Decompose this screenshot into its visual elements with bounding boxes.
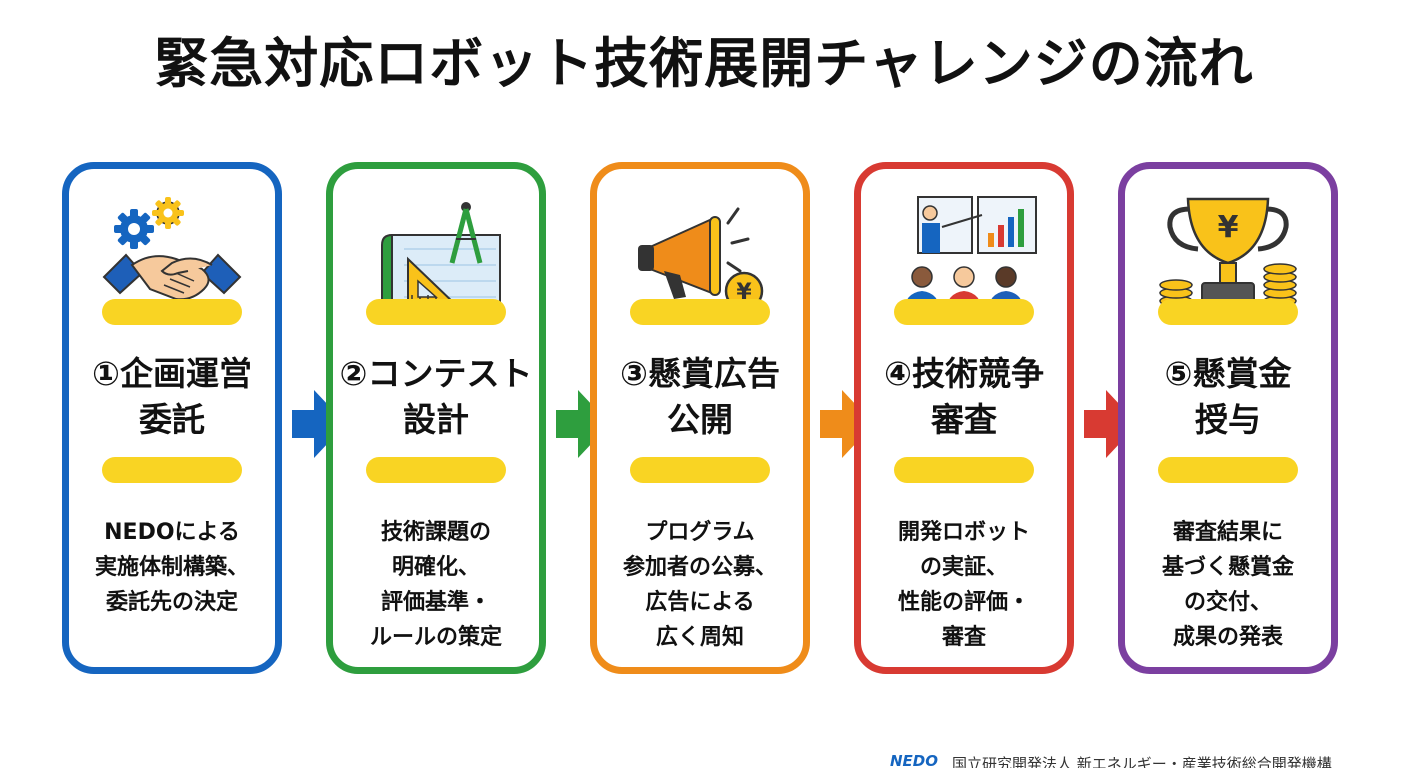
highlight-bar-bottom [366, 457, 506, 483]
step-heading: ⑤懸賞金 授与 [1164, 354, 1292, 439]
step-description: NEDOによる 実施体制構築、 委託先の決定 [94, 520, 249, 615]
footer: NEDO 国立研究開発法人 新エネルギー・産業技術総合開発機構 [890, 748, 1408, 768]
arrow-icon [556, 388, 610, 460]
step-card-4: ④技術競争 審査 開発ロボット の実証、 性能の評価・ 審査 [854, 162, 1074, 674]
step-card-3: ¥ ③懸賞広告 公開 プログラム 参加者の公募、 広告による 広く周知 [590, 162, 810, 674]
highlight-bar-bottom [102, 457, 242, 483]
handshake-gears-icon [92, 189, 252, 319]
highlight-bar-top [630, 299, 770, 325]
nedo-logo: NEDO [890, 752, 939, 768]
highlight-bar-top [366, 299, 506, 325]
step-description: 審査結果に 基づく懸賞金 の交付、 成果の発表 [1161, 520, 1294, 650]
step-card-2: ②コンテスト 設計 技術課題の 明確化、 評価基準・ ルールの策定 [326, 162, 546, 674]
arrow-icon [820, 388, 874, 460]
highlight-bar-bottom [630, 457, 770, 483]
highlight-bar-top [102, 299, 242, 325]
step-description: 技術課題の 明確化、 評価基準・ ルールの策定 [369, 520, 502, 650]
highlight-bar-top [894, 299, 1034, 325]
trophy-yen-text: ¥ [1218, 210, 1239, 245]
step-heading: ②コンテスト 設計 [339, 354, 533, 439]
step-heading: ①企画運営 委託 [92, 354, 252, 439]
arrow-icon [292, 388, 346, 460]
organization-name: 国立研究開発法人 新エネルギー・産業技術総合開発機構 [952, 755, 1332, 768]
highlight-bar-bottom [1158, 457, 1298, 483]
step-heading: ④技術競争 審査 [884, 354, 1044, 439]
step-card-1: ①企画運営 委託 NEDOによる 実施体制構築、 委託先の決定 [62, 162, 282, 674]
presentation-audience-icon [884, 189, 1044, 319]
step-card-5: ¥ ⑤懸賞金 授与 審査結果に 基づく懸賞金 の交付、 成果の発表 [1118, 162, 1338, 674]
highlight-bar-top [1158, 299, 1298, 325]
step-description: 開発ロボット の実証、 性能の評価・ 審査 [897, 520, 1030, 650]
step-heading: ③懸賞広告 公開 [620, 354, 780, 439]
arrow-icon [1084, 388, 1138, 460]
page-title: 緊急対応ロボット技術展開チャレンジの流れ [154, 32, 1254, 95]
svg-text:¥: ¥ [736, 280, 752, 305]
highlight-bar-bottom [894, 457, 1034, 483]
step-description: プログラム 参加者の公募、 広告による 広く周知 [622, 520, 777, 650]
